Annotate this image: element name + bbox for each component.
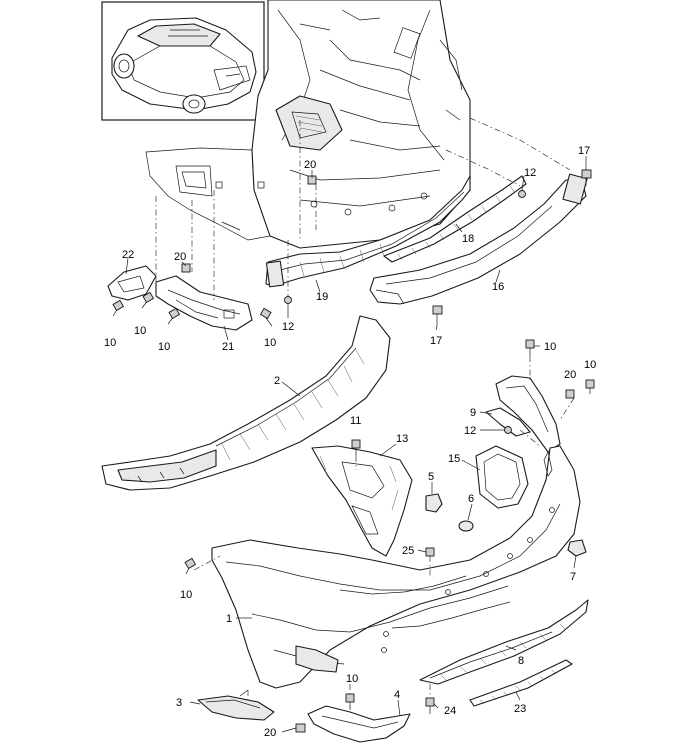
bolt-10-a [112, 299, 125, 317]
assembly-lines [155, 117, 575, 700]
bolt-17-lower [432, 305, 443, 326]
bolt-10-lower-left [184, 557, 197, 575]
callout-labels: 20 17 12 18 16 19 22 20 10 10 10 21 10 1… [104, 145, 596, 739]
body-left-side-panel [145, 147, 271, 241]
wheel-front [113, 53, 135, 79]
callout-5: 5 [428, 471, 434, 483]
part-8-lower-trim [419, 599, 589, 685]
clip-20-right [565, 389, 575, 399]
callout-15: 15 [448, 453, 460, 465]
bolt-10-far-right [585, 379, 595, 394]
part-19-bumper-beam [265, 175, 471, 288]
callout-22: 22 [122, 249, 134, 261]
callout-17-lower: 17 [430, 335, 442, 347]
callout-10-lower-left: 10 [180, 589, 192, 601]
part-23-trim-strip [469, 659, 573, 707]
callout-20-right: 20 [564, 369, 576, 381]
part-15-seal-frame [475, 445, 529, 509]
callout-2: 2 [274, 375, 280, 387]
callout-6: 6 [468, 493, 474, 505]
callout-4: 4 [394, 689, 400, 701]
callout-16: 16 [492, 281, 504, 293]
clip-12-left [284, 296, 292, 304]
callout-20-bottom: 20 [264, 727, 276, 739]
part-4-end-trim [307, 705, 411, 743]
clip-20-bottom [295, 723, 306, 733]
clip-25 [425, 547, 435, 557]
suv-illustration [111, 17, 257, 114]
part-1-bumper-cover [211, 445, 581, 689]
body-rear-section [251, 0, 471, 249]
clip-12-top [518, 190, 526, 198]
bolt-10-b [141, 291, 155, 309]
callout-12-left: 12 [282, 321, 294, 333]
callout-21: 21 [222, 341, 234, 353]
bracket-window [341, 461, 385, 499]
callout-10-a: 10 [104, 337, 116, 349]
bolt-24 [425, 697, 435, 714]
part-21-bracket [155, 275, 253, 331]
callout-10-far-right: 10 [584, 359, 596, 371]
part-13-side-bracket [311, 445, 413, 557]
callout-10-b: 10 [134, 325, 146, 337]
callout-12-right: 12 [464, 425, 476, 437]
part-22-bracket [107, 265, 157, 301]
part-7-cap [567, 539, 587, 557]
bumper-side-end-piece [495, 375, 561, 453]
callout-11: 11 [350, 415, 361, 427]
part-9-clip [485, 407, 531, 437]
callout-10-right: 10 [544, 341, 556, 353]
callout-3: 3 [176, 697, 182, 709]
part-5-plug [425, 493, 443, 513]
bolt-10-right [525, 339, 535, 356]
part-16-energy-absorber [369, 173, 588, 305]
clip-20-left [181, 263, 191, 273]
callout-20-left: 20 [174, 251, 186, 263]
callout-1: 1 [226, 613, 232, 625]
part-2-lower-carrier [101, 315, 391, 491]
callout-10-bottom: 10 [346, 673, 358, 685]
reflector-recess [295, 645, 339, 673]
callout-10-c: 10 [158, 341, 170, 353]
bolt-10-c [167, 307, 181, 325]
callout-25: 25 [402, 545, 414, 557]
bolt-11 [351, 439, 361, 456]
part-18-guide-bracket [383, 175, 527, 263]
callout-23: 23 [514, 703, 526, 715]
callout-19: 19 [316, 291, 328, 303]
callout-7: 7 [570, 571, 576, 583]
bolt-17-top [581, 156, 592, 186]
callout-12-top: 12 [524, 167, 536, 179]
part-6-grommet [458, 520, 474, 532]
bolt-10-bottom [345, 693, 355, 710]
callout-13: 13 [396, 433, 408, 445]
part-3-reflector [197, 695, 275, 721]
bolt-10-d [259, 307, 273, 327]
leader-lines [125, 170, 577, 733]
wheel-rear [182, 94, 206, 114]
callout-9: 9 [470, 407, 476, 419]
callout-8: 8 [518, 655, 524, 667]
side-opening [175, 165, 213, 197]
callout-17-top: 17 [578, 145, 590, 157]
callout-20-top: 20 [304, 159, 316, 171]
callout-18: 18 [462, 233, 474, 245]
callout-10-d: 10 [264, 337, 276, 349]
callout-24: 24 [444, 705, 456, 717]
clip-12-right [504, 426, 512, 434]
vehicle-overview-inset [101, 1, 265, 121]
